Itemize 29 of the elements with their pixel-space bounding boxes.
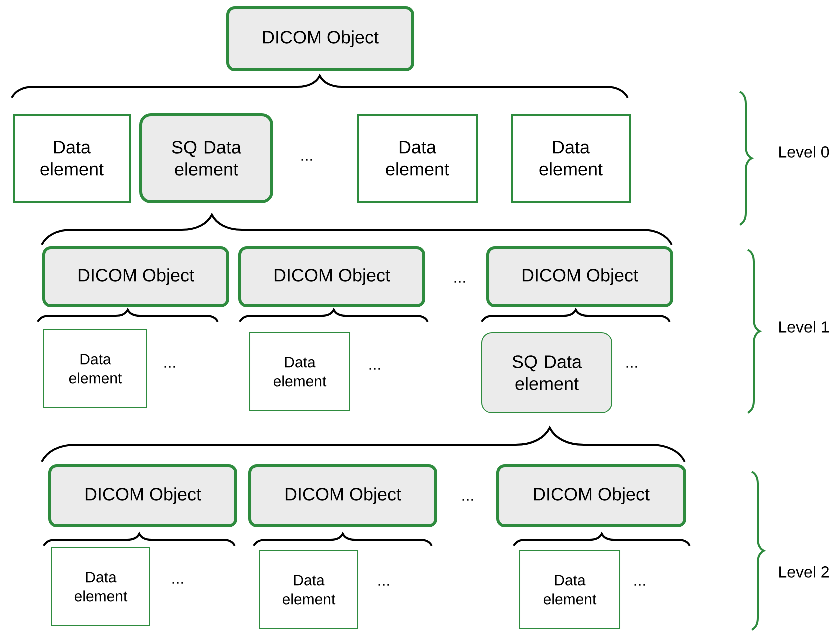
- element-box: Data element: [44, 330, 148, 408]
- element-box: Data element: [357, 114, 478, 203]
- element-box: Data element: [520, 550, 620, 630]
- element-box: Data element: [250, 332, 350, 412]
- ellipsis: ...: [164, 366, 176, 368]
- ellipsis: ...: [462, 499, 474, 501]
- ellipsis: ...: [172, 582, 184, 584]
- object-box: DICOM Object: [48, 464, 238, 528]
- object-box: DICOM Object: [42, 246, 230, 308]
- element-box: Data element: [260, 550, 358, 630]
- ellipsis: ...: [370, 368, 380, 370]
- object-box: DICOM Object: [496, 464, 686, 528]
- element-box: Data element: [52, 548, 150, 626]
- level-label: Level 2: [780, 566, 829, 578]
- object-box: DICOM Object: [238, 246, 426, 308]
- element-box: Data element: [511, 114, 631, 203]
- sequence-box: SQ Data element: [482, 332, 612, 414]
- object-box: DICOM Object: [248, 464, 438, 528]
- element-box: Data element: [13, 114, 131, 203]
- ellipsis: ...: [634, 584, 646, 586]
- ellipsis: ...: [626, 366, 638, 368]
- ellipsis: ...: [302, 159, 312, 161]
- ellipsis: ...: [454, 281, 466, 283]
- ellipsis: ...: [378, 584, 390, 586]
- object-box: DICOM Object: [486, 246, 674, 308]
- sequence-box: SQ Data element: [140, 114, 274, 204]
- object-box: DICOM Object: [226, 6, 414, 72]
- level-label: Level 1: [780, 321, 829, 333]
- level-label: Level 0: [780, 146, 830, 158]
